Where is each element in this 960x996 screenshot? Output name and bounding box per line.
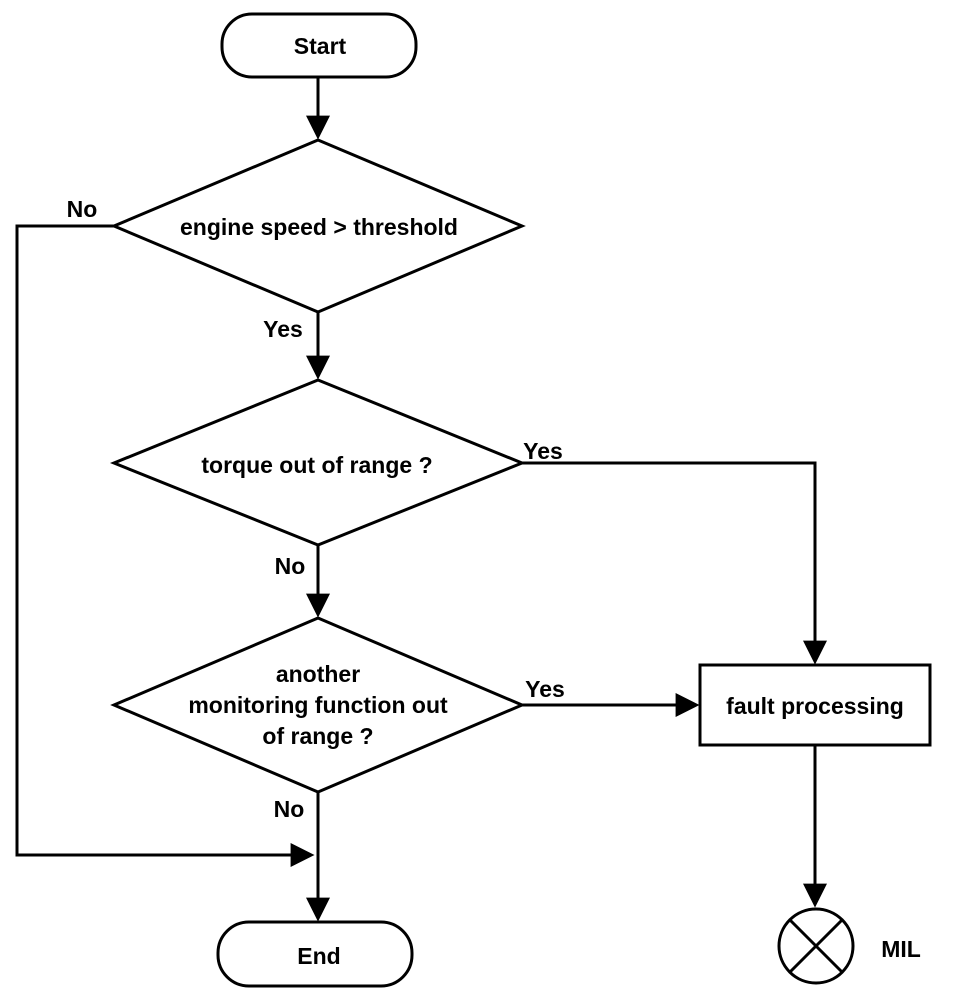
mil-lamp-icon [777,907,855,985]
edge-label-engine-speed-yes: Yes [263,316,303,342]
mil-lamp-cross [788,918,844,974]
start-label: Start [294,33,347,59]
monitor-label-line2: monitoring function out [188,692,448,718]
monitor-label-line3: of range ? [262,723,373,749]
mil-label: MIL [881,936,921,962]
fault-processing-box [698,663,932,747]
torque-label: torque out of range ? [201,452,432,478]
end-node [216,920,414,988]
edge-label-torque-yes: Yes [523,438,563,464]
start-node [220,12,418,79]
torque-decision [109,378,527,547]
fault-processing-label: fault processing [726,693,904,719]
edge-engine-speed-no-loop [15,224,315,867]
edge-label-engine-speed-no: No [67,196,98,222]
monitor-decision [110,616,526,794]
edge-label-monitor-yes: Yes [525,676,565,702]
edge-torque-yes [522,461,827,665]
edge-label-monitor-no: No [274,796,305,822]
monitor-label-line1: another [276,661,360,687]
engine-speed-label: engine speed > threshold [180,214,458,240]
edge-label-torque-no: No [275,553,306,579]
end-label: End [297,943,340,969]
engine-speed-decision [110,138,526,314]
